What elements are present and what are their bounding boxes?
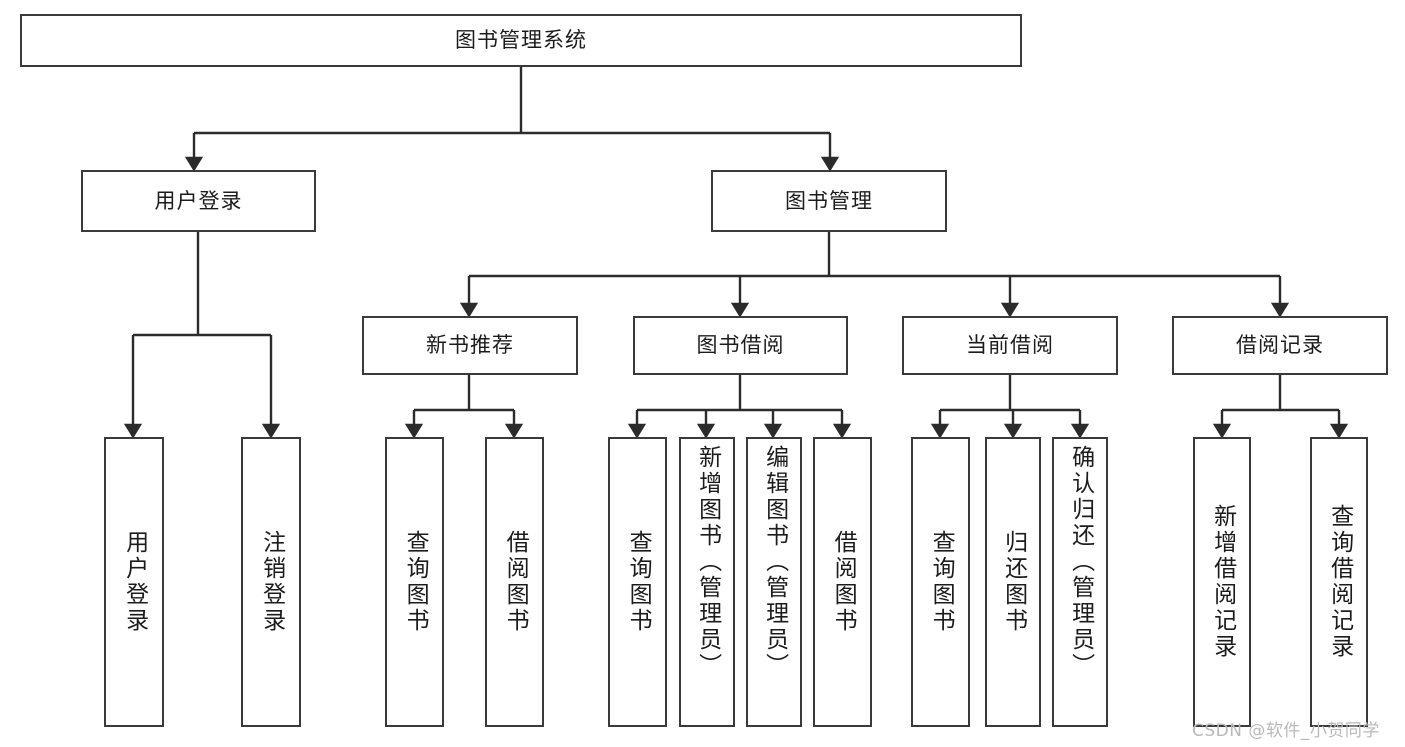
- node-leaf-query-book-2-label: 查询图书: [625, 530, 652, 634]
- node-user-login-label: 用户登录: [154, 188, 243, 213]
- node-leaf-confirm-return-admin-label: 确认归还（管理员）: [1067, 445, 1094, 679]
- node-user-login[interactable]: 用户登录: [81, 170, 316, 232]
- node-leaf-borrow-book-1-label: 借阅图书: [502, 530, 529, 634]
- node-leaf-logout-login[interactable]: 注销登录: [241, 437, 301, 727]
- node-leaf-return-book-label: 归还图书: [1000, 530, 1027, 634]
- node-leaf-edit-book-admin[interactable]: 编辑图书（管理员）: [746, 437, 802, 727]
- node-leaf-user-login-label: 用户登录: [121, 530, 148, 634]
- node-leaf-edit-book-admin-label: 编辑图书（管理员）: [761, 445, 788, 679]
- node-leaf-query-book-3[interactable]: 查询图书: [911, 437, 970, 727]
- node-leaf-borrow-book-2-label: 借阅图书: [830, 530, 857, 634]
- node-leaf-add-borrow-record-label: 新增借阅记录: [1209, 504, 1236, 660]
- node-root[interactable]: 图书管理系统: [20, 14, 1022, 67]
- node-leaf-query-borrow-record[interactable]: 查询借阅记录: [1310, 437, 1368, 727]
- node-leaf-logout-login-label: 注销登录: [258, 530, 285, 634]
- node-root-label: 图书管理系统: [455, 28, 587, 53]
- node-leaf-user-login[interactable]: 用户登录: [104, 437, 164, 727]
- node-leaf-add-book-admin[interactable]: 新增图书（管理员）: [679, 437, 735, 727]
- node-borrow-record[interactable]: 借阅记录: [1172, 316, 1388, 375]
- node-leaf-query-book-1[interactable]: 查询图书: [385, 437, 444, 727]
- node-leaf-query-book-3-label: 查询图书: [928, 530, 955, 634]
- node-book-management-label: 图书管理: [785, 188, 873, 213]
- node-leaf-return-book[interactable]: 归还图书: [985, 437, 1041, 727]
- node-leaf-add-borrow-record[interactable]: 新增借阅记录: [1193, 437, 1251, 727]
- node-current-borrow-label: 当前借阅: [966, 333, 1054, 358]
- node-new-book-recommend[interactable]: 新书推荐: [362, 316, 578, 375]
- node-borrow-record-label: 借阅记录: [1236, 333, 1324, 358]
- watermark-text: CSDN @软件_小贺同学: [1192, 721, 1380, 741]
- node-leaf-confirm-return-admin[interactable]: 确认归还（管理员）: [1052, 437, 1108, 727]
- node-leaf-query-book-1-label: 查询图书: [402, 530, 429, 634]
- node-leaf-query-book-2[interactable]: 查询图书: [608, 437, 667, 727]
- node-leaf-borrow-book-1[interactable]: 借阅图书: [485, 437, 544, 727]
- node-leaf-borrow-book-2[interactable]: 借阅图书: [813, 437, 872, 727]
- node-current-borrow[interactable]: 当前借阅: [902, 316, 1118, 375]
- node-book-borrow[interactable]: 图书借阅: [633, 316, 848, 375]
- node-book-borrow-label: 图书借阅: [696, 333, 785, 358]
- node-book-management[interactable]: 图书管理: [711, 170, 947, 232]
- node-leaf-query-borrow-record-label: 查询借阅记录: [1326, 504, 1353, 660]
- node-new-book-recommend-label: 新书推荐: [426, 333, 514, 358]
- node-leaf-add-book-admin-label: 新增图书（管理员）: [694, 445, 721, 679]
